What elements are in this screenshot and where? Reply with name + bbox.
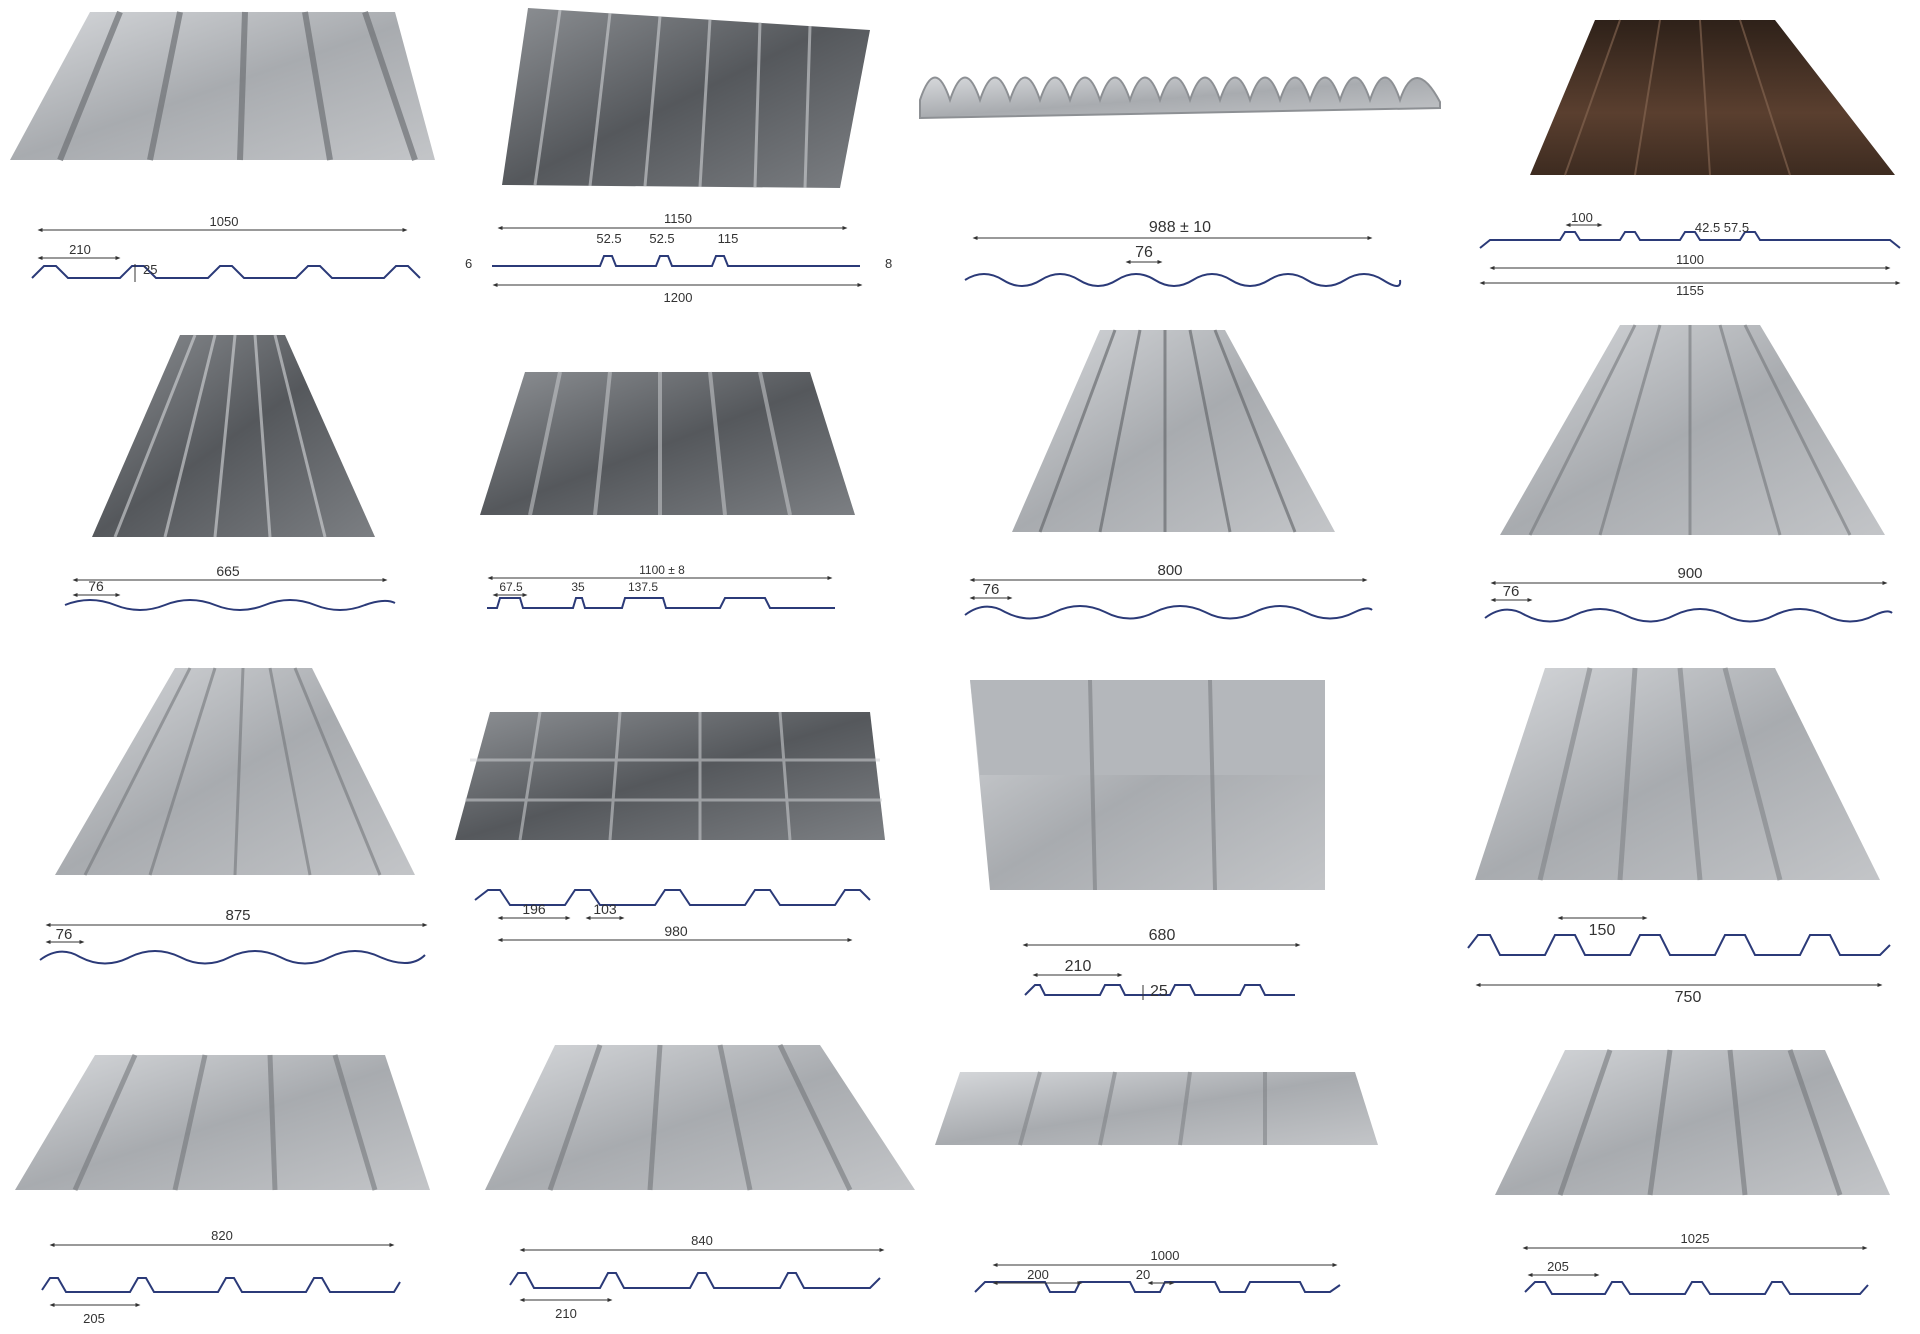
sheet-photo bbox=[919, 76, 1441, 120]
profile-drawing: 196 103 980 bbox=[474, 889, 871, 942]
sheet-photo bbox=[480, 371, 855, 516]
dim-label: 35 bbox=[571, 580, 585, 594]
sheet-photo bbox=[502, 8, 870, 189]
panel-11: 680 210 25 bbox=[970, 679, 1325, 1000]
panel-2: 1150 52.5 52.5 115 6 8 1200 bbox=[465, 8, 892, 305]
dim-label: 900 bbox=[1677, 565, 1702, 582]
profile-drawing: 840 210 bbox=[509, 1233, 885, 1321]
panel-7: 800 76 bbox=[964, 329, 1373, 620]
sheet-photo bbox=[1530, 19, 1895, 176]
profile-drawing: 1150 52.5 52.5 115 6 8 1200 bbox=[465, 211, 892, 305]
dim-label: 115 bbox=[718, 231, 739, 246]
dim-label: 52.5 bbox=[649, 231, 674, 246]
dim-label: 1000 bbox=[1151, 1248, 1180, 1263]
sheet-photo bbox=[1500, 324, 1885, 536]
sheet-photo bbox=[485, 1043, 915, 1192]
profile-drawing: 100 42.5 57.5 1100 1155 bbox=[1479, 210, 1901, 298]
profile-drawing: 680 210 25 bbox=[1022, 927, 1301, 1000]
sheet-photo bbox=[92, 334, 375, 538]
sheet-photo bbox=[935, 1071, 1378, 1146]
panel-8: 900 76 bbox=[1484, 324, 1893, 623]
sheet-photo bbox=[455, 711, 885, 841]
dim-label: 76 bbox=[1503, 583, 1520, 600]
sheet-photo bbox=[1475, 667, 1880, 881]
dim-label: 150 bbox=[1589, 922, 1616, 939]
panel-6: 1100 ± 8 67.5 35 137.5 bbox=[480, 371, 855, 609]
dim-label: 196 bbox=[522, 901, 546, 917]
dim-label: 210 bbox=[1065, 958, 1092, 975]
profile-drawing: 875 76 bbox=[39, 907, 428, 965]
panel-15: 1000 200 20 bbox=[935, 1071, 1378, 1293]
panel-1: 1050 210 25 bbox=[10, 10, 435, 282]
dim-label: 200 bbox=[1027, 1267, 1049, 1282]
dim-label: 25 bbox=[143, 262, 157, 277]
dim-label: 1100 bbox=[1676, 252, 1704, 267]
dim-label: 103 bbox=[593, 901, 617, 917]
dim-label: 210 bbox=[555, 1306, 577, 1321]
profile-drawing: 1100 ± 8 67.5 35 137.5 bbox=[487, 563, 835, 609]
dim-label: 680 bbox=[1149, 927, 1176, 944]
sheet-photo bbox=[15, 1053, 430, 1192]
profile-drawing: 1000 200 20 bbox=[974, 1248, 1341, 1293]
dim-label: 1200 bbox=[664, 290, 693, 305]
profile-drawing: 1025 205 bbox=[1522, 1231, 1869, 1295]
dim-label: 840 bbox=[691, 1233, 713, 1248]
sheet-photo bbox=[55, 667, 415, 876]
panel-14: 840 210 bbox=[485, 1043, 915, 1321]
dim-label: 1150 bbox=[664, 211, 692, 226]
dim-label: 8 bbox=[885, 256, 892, 271]
dim-label: 76 bbox=[983, 581, 1000, 598]
dim-label: 205 bbox=[1547, 1259, 1569, 1274]
dim-label: 980 bbox=[664, 923, 688, 939]
dim-label: 210 bbox=[69, 242, 91, 257]
profile-drawing: 665 76 bbox=[64, 563, 396, 611]
dim-label: 205 bbox=[83, 1311, 105, 1326]
dim-label: 25 bbox=[1150, 983, 1168, 1000]
panel-13: 820 205 bbox=[15, 1053, 430, 1326]
dim-label: 1100 ± 8 bbox=[639, 563, 685, 577]
profile-drawing: 1050 210 25 bbox=[31, 214, 421, 282]
panel-4: 100 42.5 57.5 1100 1155 bbox=[1479, 19, 1901, 298]
profile-drawing: 900 76 bbox=[1484, 565, 1893, 623]
profile-drawing: 150 750 bbox=[1467, 916, 1891, 1006]
dim-label: 76 bbox=[56, 926, 73, 943]
panel-10: 196 103 980 bbox=[455, 711, 885, 942]
dim-label: 800 bbox=[1157, 562, 1182, 579]
dim-label: 20 bbox=[1136, 1267, 1150, 1282]
dim-label: 76 bbox=[88, 578, 104, 594]
sheet-photo bbox=[1012, 329, 1335, 533]
panel-16: 1025 205 bbox=[1495, 1049, 1890, 1295]
dim-label: 76 bbox=[1135, 244, 1153, 261]
sheet-photo bbox=[10, 10, 435, 162]
dim-label: 988 ± 10 bbox=[1149, 219, 1211, 236]
profile-drawing: 820 205 bbox=[41, 1228, 401, 1326]
dim-label: 6 bbox=[465, 256, 472, 271]
panel-9: 875 76 bbox=[39, 667, 428, 965]
dim-label: 750 bbox=[1675, 989, 1702, 1006]
dim-label: 665 bbox=[216, 563, 240, 579]
panel-3: 988 ± 10 76 bbox=[919, 76, 1441, 287]
sheet-photo bbox=[970, 679, 1325, 891]
dim-label: 52.5 bbox=[596, 231, 621, 246]
dim-label: 137.5 bbox=[628, 580, 658, 594]
sheet-photo bbox=[1495, 1049, 1890, 1196]
dim-label: 100 bbox=[1571, 210, 1593, 225]
profile-drawing: 988 ± 10 76 bbox=[964, 219, 1402, 287]
panel-5: 665 76 bbox=[64, 334, 396, 611]
dim-label: 1155 bbox=[1676, 283, 1704, 298]
profile-drawing: 800 76 bbox=[964, 562, 1373, 620]
dim-label: 875 bbox=[225, 907, 250, 924]
dim-label: 67.5 bbox=[499, 580, 523, 594]
dim-label: 42.5 57.5 bbox=[1695, 220, 1749, 235]
dim-label: 820 bbox=[211, 1228, 233, 1243]
dim-label: 1025 bbox=[1681, 1231, 1710, 1246]
panel-12: 150 750 bbox=[1467, 667, 1891, 1006]
dim-label: 1050 bbox=[210, 214, 239, 229]
